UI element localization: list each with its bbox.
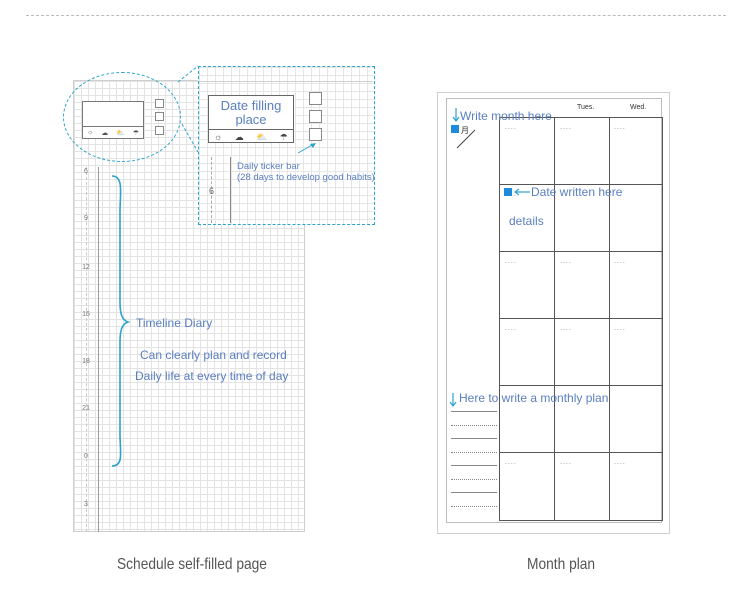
partly-cloudy-icon: ⛅ — [256, 131, 268, 142]
zoom-dashed-axis — [211, 157, 212, 223]
zoom-top-rule — [199, 81, 373, 82]
cell-dots: .... — [560, 258, 572, 265]
cell-dots: .... — [614, 459, 626, 466]
cloud-icon: ☁ — [234, 131, 244, 142]
zoom-date-box — [208, 95, 294, 143]
hour-label: 6 — [84, 168, 88, 175]
sun-icon: ☼ — [214, 132, 223, 142]
month-plan-caption: Month plan — [527, 556, 596, 573]
cell-dots: .... — [560, 124, 572, 131]
month-marker-square — [451, 125, 459, 133]
day-header-wed: Wed. — [630, 104, 647, 111]
plan-line — [451, 411, 497, 412]
grid-row-divider — [500, 251, 662, 252]
down-arrow-icon — [452, 108, 460, 122]
cell-dots: .... — [505, 325, 517, 332]
ticker-bar-note: Daily ticker bar (28 days to develop goo… — [237, 161, 375, 183]
hour-label: 0 — [84, 453, 88, 460]
plan-line — [451, 452, 497, 453]
cell-dots: .... — [505, 124, 517, 131]
plan-line — [451, 425, 497, 426]
ticker-arrow-icon — [297, 143, 316, 154]
habit-checkbox — [309, 92, 322, 105]
grid-row-divider — [500, 184, 662, 185]
plan-line — [451, 438, 497, 439]
top-dashed-divider — [26, 15, 726, 16]
cell-dots: .... — [505, 258, 517, 265]
plan-line — [451, 465, 497, 466]
hour-label: 21 — [82, 405, 90, 412]
zoom-axis — [230, 157, 231, 223]
down-arrow-icon — [449, 393, 457, 407]
zoom-hour-label: 6 — [209, 186, 215, 196]
hour-label: 12 — [82, 264, 90, 271]
time-axis-line — [98, 167, 99, 532]
rain-icon: ☂ — [279, 131, 288, 142]
ticker-line-1: Daily ticker bar — [237, 161, 300, 172]
habit-checkbox — [309, 128, 322, 141]
hour-label: 3 — [84, 501, 88, 508]
grid-col-divider — [609, 118, 610, 520]
grid-row-divider — [500, 385, 662, 386]
cell-dots: .... — [560, 459, 572, 466]
cell-dots: .... — [614, 258, 626, 265]
calendar-grid — [499, 117, 663, 521]
month-char: 月 — [461, 126, 469, 135]
plan-line — [451, 479, 497, 480]
details-note: details — [509, 214, 544, 228]
zoom-connector-lines — [177, 65, 199, 153]
schedule-caption: Schedule self-filled page — [117, 556, 267, 573]
monthly-plan-note: Here to write a monthly plan — [459, 391, 609, 405]
date-filling-label: Date filling place — [220, 98, 282, 127]
grid-row-divider — [500, 318, 662, 319]
zoom-weather-row: ☼ ☁ ⛅ ☂ — [208, 129, 294, 144]
day-header-tues: Tues. — [577, 104, 595, 111]
cell-dots: .... — [614, 124, 626, 131]
cell-dots: .... — [505, 459, 517, 466]
timeline-diary-title: Timeline Diary — [136, 316, 213, 330]
cell-dots: .... — [614, 325, 626, 332]
plan-line — [451, 506, 497, 507]
cell-dots: .... — [560, 325, 572, 332]
plan-line — [451, 492, 497, 493]
timeline-desc-line-1: Can clearly plan and record — [140, 348, 287, 362]
grid-row-divider — [500, 452, 662, 453]
zoom-inset — [198, 66, 375, 225]
hour-label: 18 — [82, 358, 90, 365]
ticker-line-2: (28 days to develop good habits) — [237, 172, 375, 183]
hour-label: 15 — [82, 311, 90, 318]
hour-label: 9 — [84, 215, 88, 222]
left-arrow-icon — [514, 188, 530, 196]
month-slash — [456, 129, 476, 149]
grid-col-divider — [554, 118, 555, 520]
write-month-note: Write month here — [460, 109, 552, 123]
timeline-desc-line-2: Daily life at every time of day — [135, 369, 289, 383]
date-marker-square — [504, 188, 512, 196]
highlight-ellipse — [63, 72, 181, 162]
habit-checkbox — [309, 110, 322, 123]
time-axis-dashed-line — [86, 167, 87, 532]
curly-brace-icon — [111, 175, 131, 467]
date-written-note: Date written here — [531, 185, 623, 199]
